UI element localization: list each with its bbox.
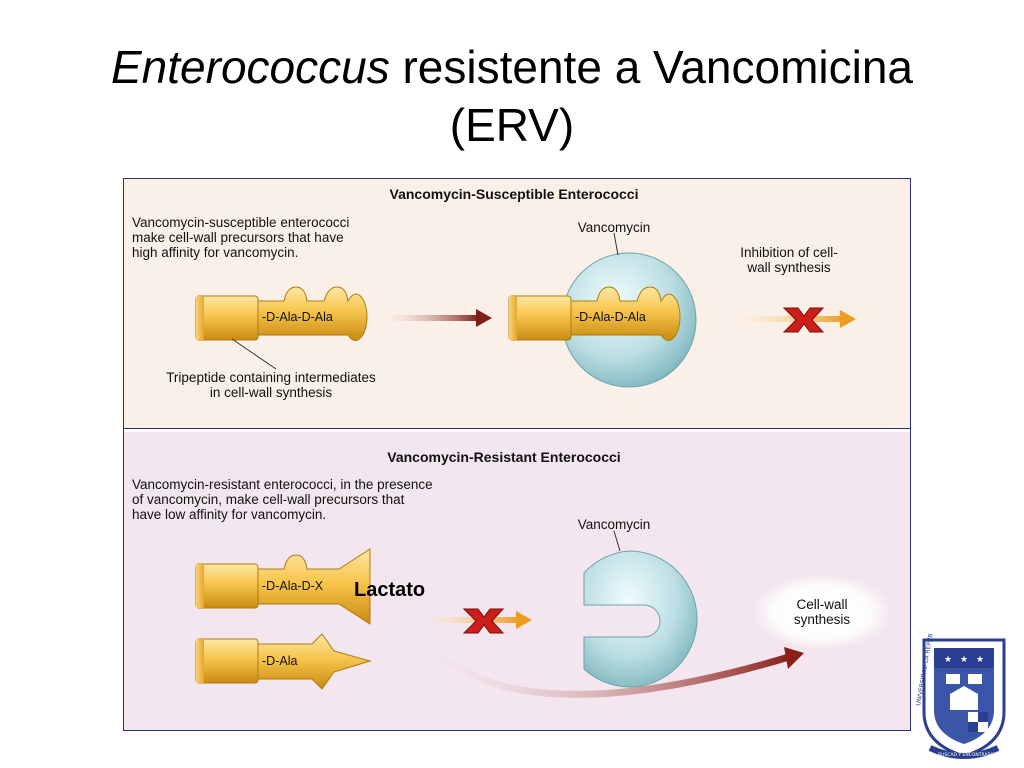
precursor-bound — [508, 286, 681, 341]
precursor-label: -D-Ala-D-Ala — [262, 310, 333, 324]
arrow-to-binding — [389, 309, 492, 327]
title-italic-genus: Enterococcus — [111, 41, 390, 93]
inhibition-x-icon — [782, 307, 825, 333]
synthesis-label: Cell-wall synthesis — [764, 597, 880, 627]
resistant-desc-line-3: have low affinity for vancomycin. — [132, 507, 327, 522]
susceptible-desc-line-1: Vancomycin-susceptible enterococci — [132, 215, 350, 230]
inhibition-line-1: Inhibition of cell- — [740, 245, 838, 260]
title-rest: resistente a Vancomicina — [389, 41, 913, 93]
vancomycin-label-top: Vancomycin — [577, 220, 651, 235]
susceptible-heading: Vancomycin-Susceptible Enterococci — [389, 186, 639, 202]
vancomycin-label-bottom: Vancomycin — [577, 517, 651, 532]
bound-precursor-label: -D-Ala-D-Ala — [575, 310, 646, 324]
precursor-x-label: -D-Ala-D-X — [262, 579, 324, 593]
inhibition-line-2: wall synthesis — [747, 260, 831, 275]
inhibition-label: Inhibition of cell- wall synthesis — [724, 245, 854, 275]
curved-arrow-synthesis — [421, 638, 804, 698]
precursor-d-ala — [195, 633, 372, 690]
arrow-blocked-binding — [429, 611, 532, 629]
synthesis-line-2: synthesis — [793, 612, 851, 627]
resistant-heading: Vancomycin-Resistant Enterococci — [387, 449, 621, 465]
synthesis-glow — [752, 574, 892, 650]
svg-text:★: ★ — [944, 655, 952, 665]
university-crest-icon: ★ ★ ★ UNIVERSIDAD LA REPUBLICA BUSCAD Y … — [916, 634, 1006, 759]
vancomycin-leader-line-bottom — [613, 530, 621, 552]
svg-text:★: ★ — [960, 655, 968, 665]
tripeptide-line-1: Tripeptide containing intermediates — [166, 370, 376, 385]
blocked-x-icon — [462, 608, 505, 634]
susceptible-description: Vancomycin-susceptible enterococci make … — [132, 215, 349, 260]
title-line-1: Enterococcus resistente a Vancomicina — [0, 38, 1024, 96]
susceptible-desc-line-2: make cell-wall precursors that have — [132, 230, 344, 245]
tripeptide-leader-line — [231, 338, 277, 370]
slide-title: Enterococcus resistente a Vancomicina (E… — [0, 38, 1024, 154]
susceptible-desc-line-3: high affinity for vancomycin. — [132, 245, 299, 260]
svg-text:★: ★ — [976, 655, 984, 665]
crest-motto: BUSCAD Y ENCONTRAREIS — [938, 752, 998, 758]
vancomycin-figure: Vancomycin-Susceptible Enterococci Vanco… — [123, 178, 911, 731]
tripeptide-line-2: in cell-wall synthesis — [209, 385, 333, 400]
precursor-ala-label: -D-Ala — [262, 654, 298, 668]
figure-artwork — [195, 232, 892, 698]
vancomycin-open-sphere — [583, 550, 698, 688]
synthesis-line-1: Cell-wall — [796, 597, 848, 612]
tripeptide-caption: Tripeptide containing intermediates in c… — [126, 370, 416, 400]
precursor-d-ala-d-x — [195, 548, 371, 625]
resistant-desc-line-1: Vancomycin-resistant enterococci, in the… — [132, 477, 433, 492]
precursor-d-ala-d-ala — [195, 286, 368, 341]
resistant-description: Vancomycin-resistant enterococci, in the… — [132, 477, 433, 522]
arrow-to-inhibition — [744, 310, 856, 328]
panel-divider — [124, 428, 910, 432]
resistant-desc-line-2: of vancomycin, make cell-wall precursors… — [132, 492, 405, 507]
lactato-label: Lactato — [354, 579, 426, 601]
title-line-2: (ERV) — [449, 99, 575, 151]
vancomycin-leader-line-top — [613, 232, 619, 256]
